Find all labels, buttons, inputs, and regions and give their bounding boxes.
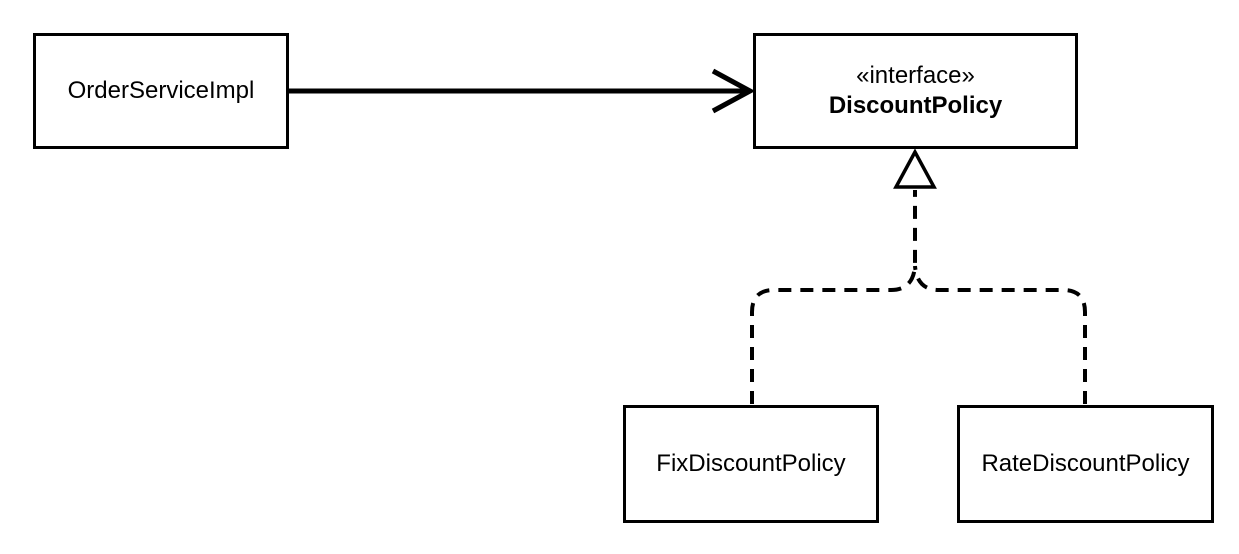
class-name-label: DiscountPolicy [828, 92, 1003, 119]
class-box-fix-discount-policy: FixDiscountPolicy [623, 405, 879, 523]
realization-edge-fix [750, 190, 917, 404]
stereotype-label: «interface» [856, 62, 975, 89]
dependency-open-arrowhead-icon [711, 68, 756, 114]
realization-edge-rate [913, 265, 1087, 404]
class-name-label: RateDiscountPolicy [981, 450, 1190, 477]
class-box-order-service-impl: OrderServiceImpl [33, 33, 289, 149]
realization-hollow-triangle-icon [893, 148, 937, 189]
class-name-label: OrderServiceImpl [67, 77, 255, 104]
class-name-label: FixDiscountPolicy [656, 450, 846, 477]
class-box-discount-policy-interface: «interface» DiscountPolicy [753, 33, 1078, 149]
class-box-rate-discount-policy: RateDiscountPolicy [957, 405, 1214, 523]
